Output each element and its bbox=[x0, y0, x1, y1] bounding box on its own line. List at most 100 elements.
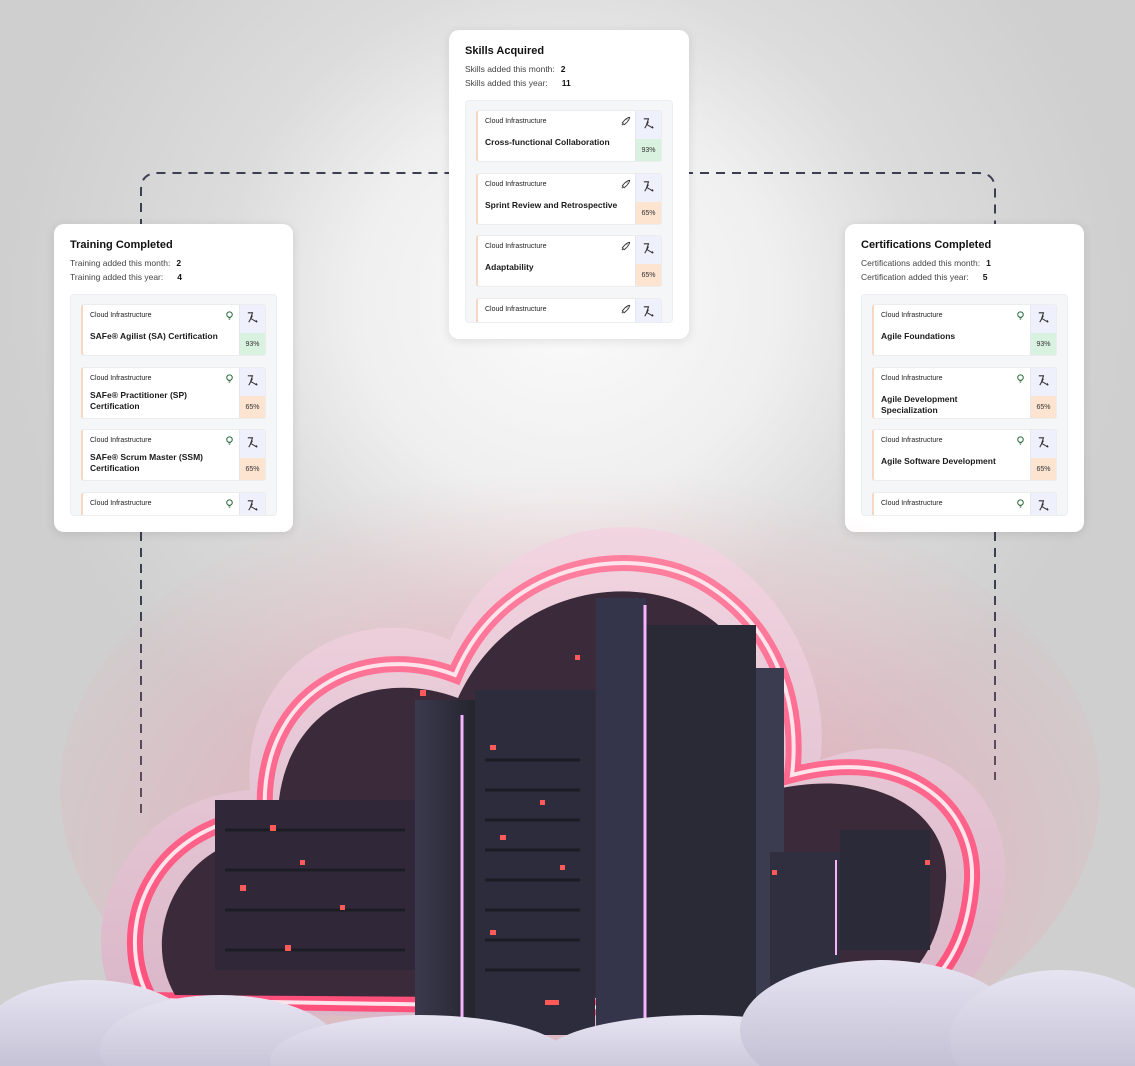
stat-label: Skills added this year: bbox=[465, 78, 548, 88]
item-side-panel bbox=[1030, 492, 1056, 515]
training-list[interactable]: Cloud Infrastructure SAFe® Agilist (SA) … bbox=[70, 294, 277, 516]
route-icon[interactable] bbox=[245, 373, 260, 388]
score-badge: 65% bbox=[636, 264, 661, 286]
certifications-card: Certifications Completed Certifications … bbox=[845, 224, 1084, 532]
item-name: Agile Software Development bbox=[881, 456, 996, 466]
item-category: Cloud Infrastructure bbox=[90, 374, 152, 382]
training-card: Training Completed Training added this m… bbox=[54, 224, 293, 532]
list-item[interactable]: Cloud Infrastructure Cross-functional Co… bbox=[476, 110, 662, 162]
bulb-icon bbox=[226, 498, 233, 508]
list-item[interactable]: Cloud Infrastructure SAFe® Scrum Master … bbox=[81, 429, 266, 481]
item-name: Cross-functional Collaboration bbox=[485, 137, 610, 147]
stat-value: 1 bbox=[986, 258, 991, 268]
route-icon[interactable] bbox=[1036, 498, 1051, 513]
score-badge: 65% bbox=[1031, 458, 1056, 480]
item-side-panel: 93% bbox=[239, 305, 265, 355]
certifications-month-stat: Certifications added this month: 1 bbox=[861, 258, 1068, 268]
score-badge: 93% bbox=[1031, 333, 1056, 355]
rocket-icon bbox=[621, 241, 631, 251]
item-side-panel bbox=[239, 492, 265, 515]
route-icon[interactable] bbox=[245, 498, 260, 513]
route-icon[interactable] bbox=[1036, 373, 1051, 388]
stat-value: 2 bbox=[176, 258, 182, 268]
route-icon[interactable] bbox=[1036, 310, 1051, 325]
item-name: Adaptability bbox=[485, 262, 534, 272]
stat-label: Skills added this month: bbox=[465, 64, 555, 74]
item-category: Cloud Infrastructure bbox=[485, 243, 547, 250]
skills-card-title: Skills Acquired bbox=[465, 45, 545, 57]
list-item[interactable]: Cloud Infrastructure bbox=[81, 491, 266, 515]
item-side-panel: 65% bbox=[1030, 430, 1056, 480]
skills-year-stat: Skills added this year: 11 bbox=[465, 78, 673, 88]
bulb-icon bbox=[226, 373, 233, 383]
bulb-icon bbox=[1017, 436, 1024, 445]
item-name: SAFe® Scrum Master (SSM) Certification bbox=[90, 452, 204, 473]
list-item[interactable]: Cloud Infrastructure Agile Foundations 9… bbox=[872, 304, 1057, 356]
rocket-icon bbox=[621, 179, 631, 188]
bulb-icon bbox=[226, 436, 233, 445]
skills-card: Skills Acquired Skills added this month:… bbox=[449, 30, 689, 339]
item-side-panel bbox=[635, 298, 661, 322]
route-icon[interactable] bbox=[641, 116, 656, 131]
certifications-year-stat: Certification added this year: 5 bbox=[861, 272, 1068, 282]
stat-value: 4 bbox=[177, 272, 182, 282]
route-icon[interactable] bbox=[245, 435, 260, 450]
list-item[interactable]: Cloud Infrastructure bbox=[476, 297, 662, 322]
score-badge: 65% bbox=[636, 201, 661, 224]
certifications-list[interactable]: Cloud Infrastructure Agile Foundations 9… bbox=[861, 294, 1068, 516]
item-category: Cloud Infrastructure bbox=[90, 437, 152, 444]
cloud-server-illustration bbox=[0, 470, 1135, 1066]
stat-value: 2 bbox=[560, 64, 566, 74]
rocket-icon bbox=[621, 116, 631, 126]
item-category: Cloud Infrastructure bbox=[90, 312, 152, 319]
item-side-panel: 65% bbox=[239, 367, 265, 418]
training-year-stat: Training added this year: 4 bbox=[70, 272, 277, 282]
route-icon[interactable] bbox=[641, 241, 656, 256]
bulb-icon bbox=[1017, 498, 1024, 508]
stat-label: Certifications added this month: bbox=[861, 258, 981, 268]
list-item[interactable]: Cloud Infrastructure Sprint Review and R… bbox=[476, 172, 662, 225]
item-category: Cloud Infrastructure bbox=[881, 312, 943, 319]
route-icon[interactable] bbox=[641, 179, 656, 194]
item-name: SAFe® Practitioner (SP) Certification bbox=[90, 389, 187, 411]
item-name: Agile Foundations bbox=[881, 331, 956, 341]
skills-month-stat: Skills added this month: 2 bbox=[465, 64, 673, 74]
item-side-panel: 65% bbox=[1030, 367, 1056, 418]
item-side-panel: 93% bbox=[1030, 305, 1056, 355]
list-item[interactable]: Cloud Infrastructure Agile Development S… bbox=[872, 366, 1057, 419]
stat-value: 11 bbox=[561, 78, 571, 88]
list-item[interactable]: Cloud Infrastructure Adaptability 65% bbox=[476, 235, 662, 287]
item-side-panel: 93% bbox=[635, 111, 661, 161]
item-name: Agile Development Specialization bbox=[881, 393, 958, 415]
stat-label: Training added this month: bbox=[70, 258, 171, 268]
bulb-icon bbox=[226, 311, 233, 320]
list-item[interactable]: Cloud Infrastructure SAFe® Agilist (SA) … bbox=[81, 304, 266, 356]
route-icon[interactable] bbox=[641, 304, 656, 319]
score-badge: 65% bbox=[1031, 395, 1056, 418]
score-badge: 65% bbox=[240, 458, 265, 480]
item-name: SAFe® Agilist (SA) Certification bbox=[90, 331, 218, 341]
item-side-panel: 65% bbox=[239, 430, 265, 480]
score-badge: 93% bbox=[636, 139, 661, 161]
bulb-icon bbox=[1017, 311, 1024, 320]
item-side-panel: 65% bbox=[635, 236, 661, 286]
route-icon[interactable] bbox=[1036, 435, 1051, 450]
list-item[interactable]: Cloud Infrastructure SAFe® Practitioner … bbox=[81, 366, 266, 419]
item-category: Cloud Infrastructure bbox=[881, 499, 943, 507]
training-card-title: Training Completed bbox=[70, 239, 173, 251]
training-month-stat: Training added this month: 2 bbox=[70, 258, 277, 268]
item-category: Cloud Infrastructure bbox=[881, 437, 943, 444]
list-item[interactable]: Cloud Infrastructure Agile Software Deve… bbox=[872, 429, 1057, 481]
certifications-card-title: Certifications Completed bbox=[861, 239, 992, 251]
route-icon[interactable] bbox=[245, 310, 260, 325]
item-side-panel: 65% bbox=[635, 173, 661, 224]
skills-list[interactable]: Cloud Infrastructure Cross-functional Co… bbox=[465, 100, 673, 323]
item-category: Cloud Infrastructure bbox=[90, 499, 152, 507]
list-item[interactable]: Cloud Infrastructure bbox=[872, 491, 1057, 515]
stat-value: 5 bbox=[982, 272, 988, 282]
stat-label: Training added this year: bbox=[70, 272, 164, 282]
stat-label: Certification added this year: bbox=[861, 272, 969, 282]
item-name: Sprint Review and Retrospective bbox=[485, 199, 618, 210]
rocket-icon bbox=[621, 304, 631, 313]
